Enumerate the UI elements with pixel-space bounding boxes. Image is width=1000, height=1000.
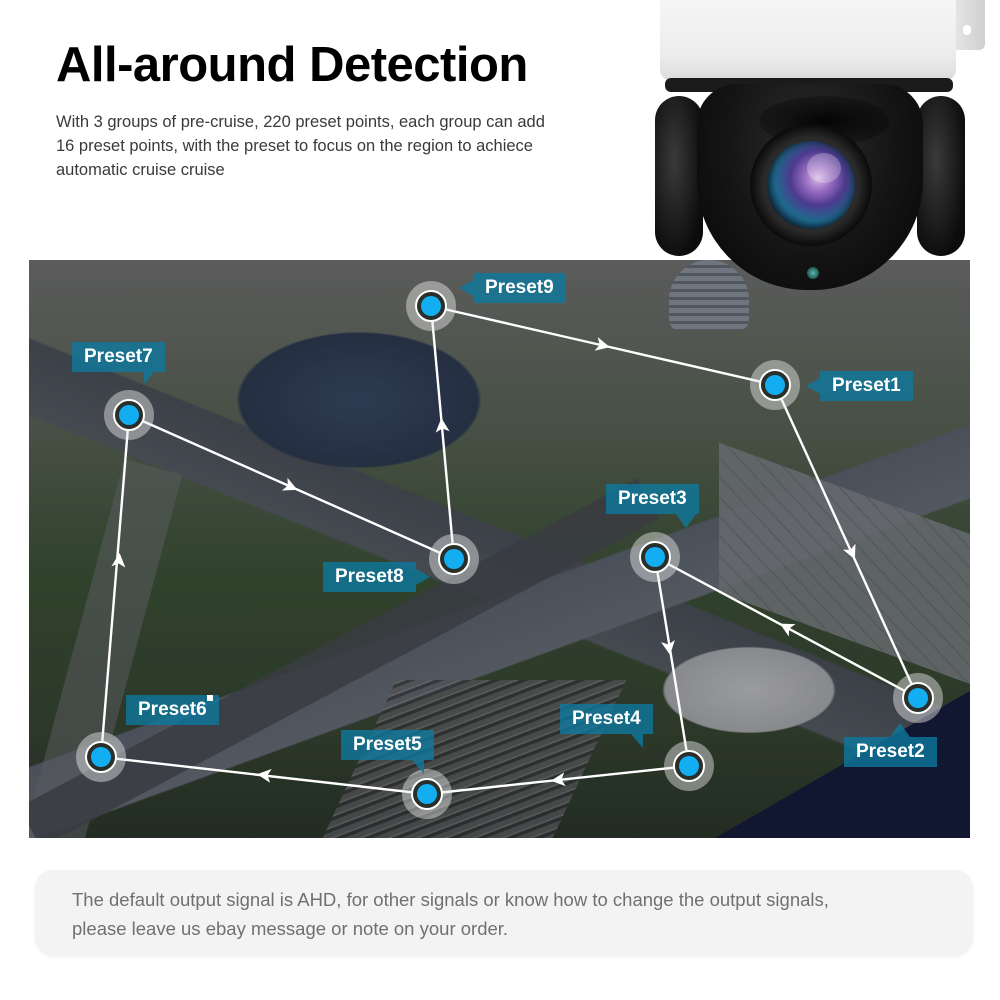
preset-label-1: Preset1 xyxy=(806,371,913,401)
preset-marker-4[interactable] xyxy=(664,741,714,791)
preset-marker-3[interactable] xyxy=(630,532,680,582)
preset-marker-1[interactable] xyxy=(750,360,800,410)
preset-label-7: Preset7 xyxy=(72,342,165,384)
map-shade-overlay xyxy=(29,260,970,838)
preset-marker-7[interactable] xyxy=(104,390,154,440)
camera-dome-housing xyxy=(660,0,956,80)
preset-marker-8[interactable] xyxy=(429,534,479,584)
preset-marker-2[interactable] xyxy=(893,673,943,723)
camera-ir-panel-left xyxy=(655,96,703,256)
aerial-city-map: Preset1 Preset2 Preset3 Preset4 Preset5 … xyxy=(29,260,970,838)
output-signal-note: The default output signal is AHD, for ot… xyxy=(35,870,973,956)
preset-marker-9[interactable] xyxy=(406,281,456,331)
feature-description: With 3 groups of pre-cruise, 220 preset … xyxy=(56,113,545,179)
preset-label-2: Preset2 xyxy=(844,723,937,767)
cruise-path-lines xyxy=(99,304,920,796)
preset-label-4: Preset4 xyxy=(560,704,653,748)
output-signal-note-text: The default output signal is AHD, for ot… xyxy=(72,889,829,939)
ptz-camera-icon xyxy=(655,0,985,300)
map-tower-building xyxy=(669,260,749,330)
camera-mount-bracket xyxy=(951,0,985,50)
preset-label-6: Preset6 xyxy=(126,695,219,725)
preset-label-5: Preset5 xyxy=(341,730,434,774)
preset-label-9: Preset9 xyxy=(459,273,566,303)
preset-marker-5[interactable] xyxy=(402,769,452,819)
preset-marker-6[interactable] xyxy=(76,732,126,782)
camera-sensor-led xyxy=(807,267,819,279)
page-title: All-around Detection xyxy=(56,38,528,92)
preset-label-8: Preset8 xyxy=(323,562,430,592)
preset-label-3: Preset3 xyxy=(606,484,699,528)
camera-lens xyxy=(767,141,855,229)
camera-ir-panel-right xyxy=(917,96,965,256)
